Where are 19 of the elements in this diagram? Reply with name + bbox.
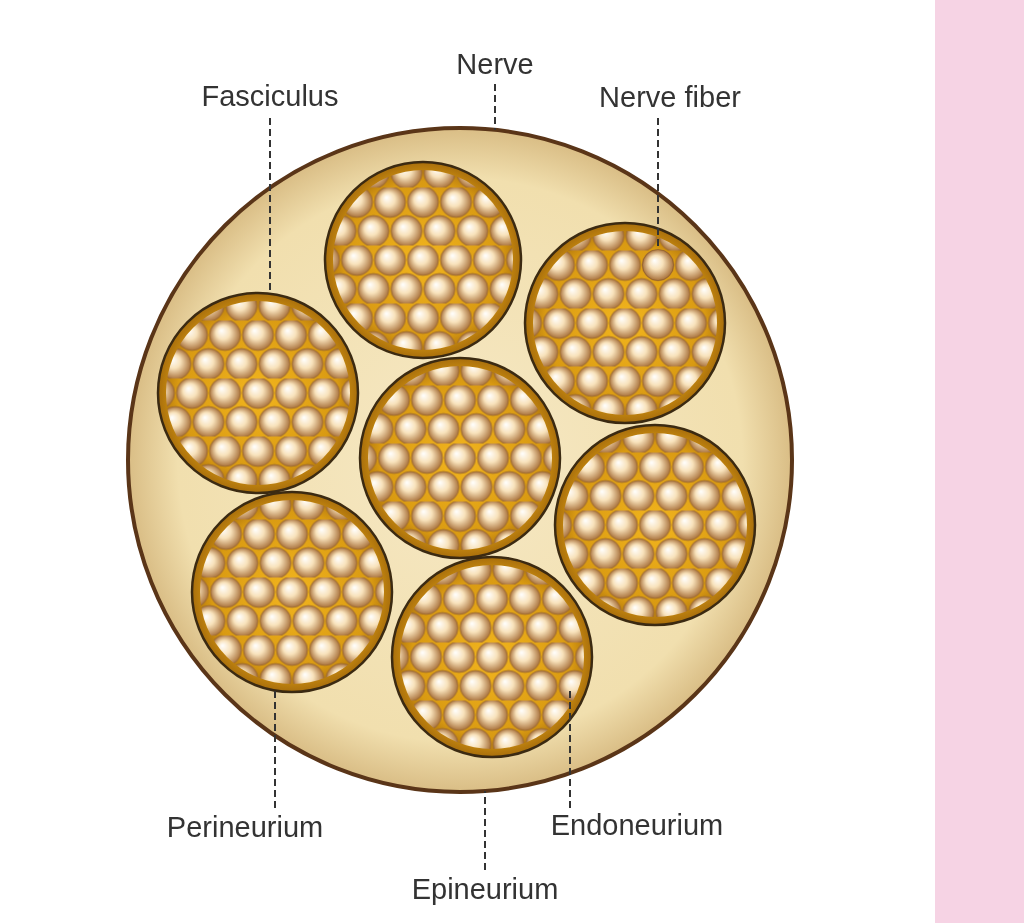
- fasciculus: [323, 160, 523, 360]
- leader-line: [484, 790, 486, 871]
- part-label: Endoneurium: [550, 808, 724, 842]
- part-label: Epineurium: [411, 872, 559, 906]
- part-label: Nerve fiber: [599, 80, 741, 114]
- fasciculus: [390, 555, 594, 759]
- fasciculus: [553, 423, 757, 627]
- leader-line: [494, 83, 496, 131]
- nerve-cross-section: [126, 126, 794, 794]
- part-label: Fasciculus: [201, 79, 339, 113]
- fasciculus: [190, 490, 394, 694]
- fasciculus: [523, 221, 727, 425]
- part-label: Perineurium: [166, 810, 324, 844]
- part-label: Nerve: [456, 47, 534, 81]
- leader-line: [274, 689, 276, 809]
- nerve-fiber: [642, 249, 674, 281]
- fasciculus: [358, 356, 562, 560]
- fasciculus: [156, 291, 360, 495]
- leader-line: [569, 688, 571, 809]
